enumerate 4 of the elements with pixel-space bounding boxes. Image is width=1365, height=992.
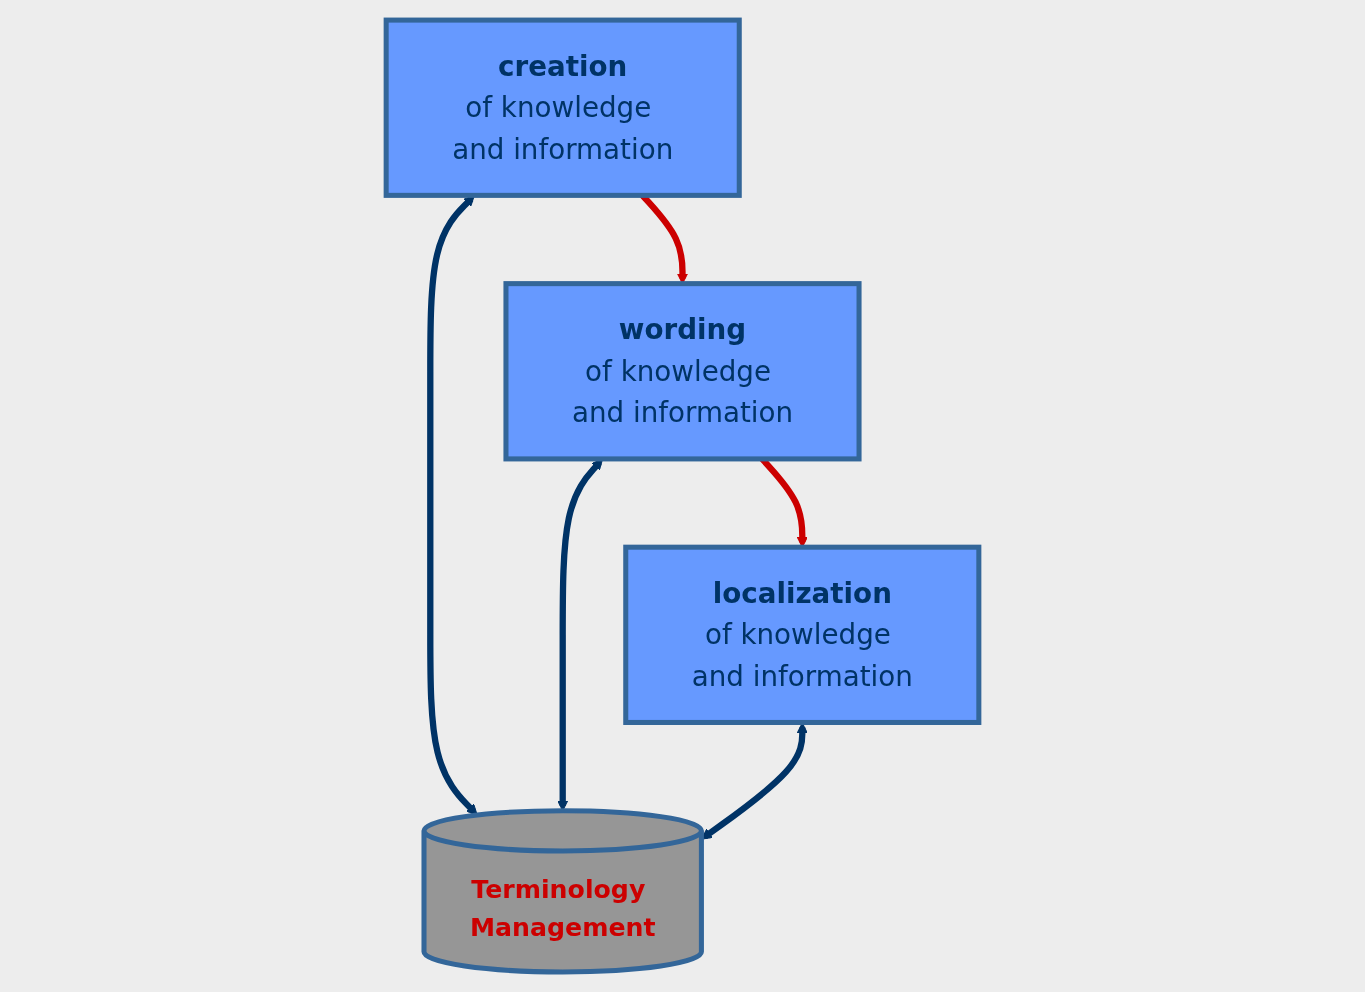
node-box: creation of knowledge and information — [383, 17, 742, 198]
node-box: wording of knowledge and information — [503, 281, 862, 462]
node-box: localization of knowledge and information — [623, 544, 982, 725]
arrow — [427, 195, 478, 816]
